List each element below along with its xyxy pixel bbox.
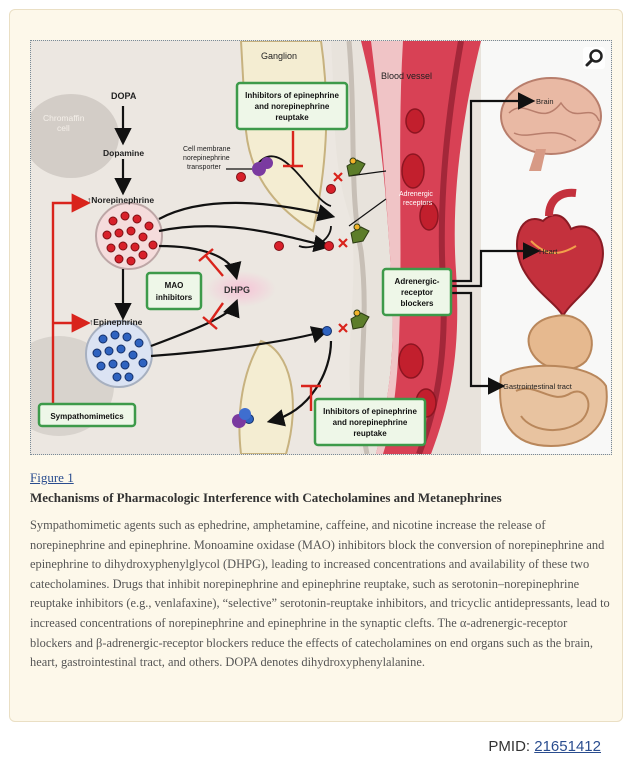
figure-link[interactable]: Figure 1 <box>30 470 74 485</box>
chromaffin-label-1: Chromaffin <box>43 113 85 123</box>
mao-inhibitors-box: MAO inhibitors <box>145 271 203 311</box>
receptors-label-1: Adrenergic <box>399 191 433 198</box>
svg-text:reuptake: reuptake <box>275 113 309 122</box>
figure-image[interactable]: Ganglion Blood vessel DOPA Chromaffin ce… <box>30 40 612 455</box>
epinephrine-vesicle <box>85 320 153 388</box>
svg-text:and norepinephrine: and norepinephrine <box>255 102 330 111</box>
mechanism-diagram: Ganglion Blood vessel DOPA Chromaffin ce… <box>31 41 611 454</box>
svg-text:MAO: MAO <box>165 281 184 290</box>
adrenergic-blockers-box: Adrenergic- receptor blockers <box>381 267 453 317</box>
pmid-label: PMID: <box>488 738 535 755</box>
svg-text:blockers: blockers <box>401 299 434 308</box>
zoom-icon[interactable] <box>583 47 605 69</box>
norepinephrine-vesicle <box>95 202 163 270</box>
dhpg-label: DHPG <box>224 285 250 295</box>
svg-text:Sympathomimetics: Sympathomimetics <box>50 412 124 421</box>
reuptake-inhibitors-bottom-box: Inhibitors of epinephrine and norepineph… <box>313 397 427 447</box>
svg-text:Adrenergic-: Adrenergic- <box>395 277 440 286</box>
heart-label: Heart <box>539 247 558 256</box>
gastrointestinal-icon <box>499 314 608 448</box>
transporter-label-2: norepinephrine <box>183 155 230 162</box>
chromaffin-nucleus <box>31 94 119 178</box>
svg-text:reuptake: reuptake <box>353 429 387 438</box>
gi-tract-label: Gastrointestinal tract <box>503 382 573 391</box>
epinephrine-label: ↑Epinephrine <box>89 317 143 327</box>
figure-card: Ganglion Blood vessel DOPA Chromaffin ce… <box>9 9 623 722</box>
dopa-label: DOPA <box>111 91 137 101</box>
ganglion-label: Ganglion <box>261 51 297 61</box>
norepinephrine-label: ↑Norepinephrine <box>87 195 154 205</box>
figure-title: Mechanisms of Pharmacologic Interference… <box>30 490 502 505</box>
svg-text:and norepinephrine: and norepinephrine <box>333 418 408 427</box>
receptors-label-2: receptors <box>403 200 433 207</box>
blood-vessel-label: Blood vessel <box>381 71 432 81</box>
svg-text:Inhibitors of epinephrine: Inhibitors of epinephrine <box>323 407 417 416</box>
transporter-label-3: transporter <box>187 164 222 171</box>
sympathomimetics-box: Sympathomimetics <box>37 402 137 428</box>
receptor-icon <box>346 157 370 330</box>
svg-text:inhibitors: inhibitors <box>156 293 193 302</box>
brain-label: Brain <box>536 97 554 106</box>
svg-text:Inhibitors of epinephrine: Inhibitors of epinephrine <box>245 91 339 100</box>
pmid-link[interactable]: 21651412 <box>534 738 601 755</box>
transporter-icon <box>232 157 273 428</box>
svg-text:receptor: receptor <box>401 288 433 297</box>
reuptake-inhibitors-top-box: Inhibitors of epinephrine and norepineph… <box>235 81 349 131</box>
figure-caption: Sympathomimetic agents such as ephedrine… <box>30 518 610 670</box>
transporter-label-1: Cell membrane <box>183 146 231 153</box>
pmid-line: PMID: 21651412 <box>488 738 601 755</box>
chromaffin-label-2: cell <box>57 123 70 133</box>
dopamine-label: Dopamine <box>103 148 144 158</box>
